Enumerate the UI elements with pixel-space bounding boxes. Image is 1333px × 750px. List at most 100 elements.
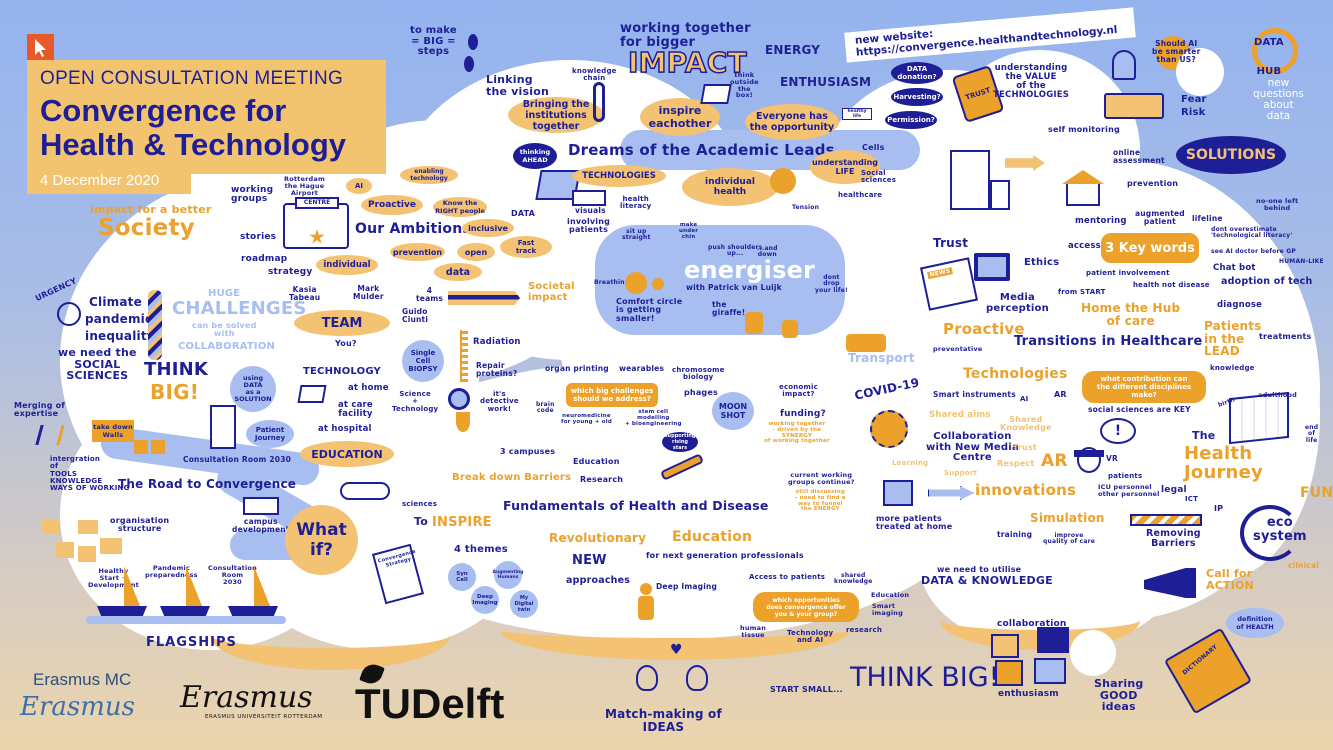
arrow-to-home bbox=[1005, 155, 1045, 171]
technology-heading: TECHNOLOGY bbox=[303, 366, 381, 377]
removing-barriers-text: Removing Barriers bbox=[1146, 528, 1201, 549]
education-pill: EDUCATION bbox=[300, 441, 394, 467]
working-together-text: working together for bigger bbox=[620, 21, 751, 50]
deep-imaging-text: Deep Imaging bbox=[656, 582, 718, 591]
org-structure-diagram bbox=[42, 520, 122, 564]
eur-caption: ERASMUS UNIVERSITEIT ROTTERDAM bbox=[205, 714, 323, 720]
theme-digital-twin: My Digital twin bbox=[510, 590, 538, 618]
star-icon bbox=[309, 229, 325, 244]
collaboration-text: COLLABORATION bbox=[178, 341, 276, 352]
patients-in-lead-text: Patients in the LEAD bbox=[1204, 319, 1262, 359]
open-box-icon bbox=[700, 84, 732, 104]
energiser-presenter: with Patrick van Luijk bbox=[686, 283, 782, 292]
next-generation-text: for next generation professionals bbox=[646, 551, 804, 560]
comfort-circle-text: Comfort circle is getting smaller! bbox=[616, 297, 683, 323]
patient-interest-text: Patient interest bbox=[993, 113, 1029, 130]
magnifying-handle bbox=[456, 412, 470, 432]
person-deep-imaging-body bbox=[638, 596, 654, 620]
current-groups-text: current working groups continue? bbox=[788, 471, 855, 486]
vr-text: VR bbox=[1106, 454, 1118, 463]
team-pill: TEAM bbox=[294, 310, 390, 336]
stories-text: stories bbox=[240, 232, 277, 242]
dictionary-book-icon: DICTIONARY bbox=[1163, 627, 1253, 715]
dont-overestimate-text: dont overestimate 'technological literac… bbox=[1211, 226, 1293, 240]
should-ai-question: Should AI be smarter than US? bbox=[1152, 39, 1201, 64]
think-big-heading: THINK BIG! bbox=[850, 662, 1000, 693]
prevention-text: prevention bbox=[1127, 179, 1179, 188]
challenges-heading: CHALLENGES bbox=[172, 298, 307, 319]
dictionary-label: DICTIONARY bbox=[1181, 643, 1219, 677]
centre-sign: CENTRE bbox=[295, 197, 339, 209]
strategy-text: strategy bbox=[268, 267, 313, 277]
fundamentals-heading: Fundamentals of Health and Disease bbox=[503, 498, 769, 513]
dreams-heading: Dreams of the Academic Leads bbox=[568, 141, 835, 159]
societal-impact-text: Societal impact bbox=[528, 281, 575, 303]
health-not-disease-text: health not disease bbox=[1133, 281, 1210, 289]
collaboration-media-centre-text: Collaboration with New Media Centre bbox=[926, 431, 1019, 463]
flagships-heading: FLAGSHIPS bbox=[146, 635, 237, 650]
treatments-text: treatments bbox=[1259, 332, 1312, 341]
enthusiasm-text: ENTHUSIASM bbox=[780, 75, 872, 89]
match-making-text: Match-making of IDEAS bbox=[605, 707, 722, 734]
permission-bubble: Permission? bbox=[885, 111, 937, 129]
everyone-opportunity-pill: Everyone has the opportunity bbox=[745, 104, 839, 140]
bringing-institutions-pill: Bringing the institutions together bbox=[508, 97, 604, 133]
virus-icon bbox=[870, 410, 908, 448]
research-arrow-text: Research bbox=[580, 475, 624, 484]
flagship-pandemic: Pandemic preparedness bbox=[145, 564, 198, 579]
ambition-pill-enabling-technology: enabling technology bbox=[400, 166, 458, 184]
the-health-label: The bbox=[1192, 429, 1216, 442]
economic-impact-text: economic impact? bbox=[779, 383, 818, 399]
website-banner[interactable]: new website: https://convergence.healtha… bbox=[844, 7, 1136, 63]
still-discussing-text: still discussing - need to find a way to… bbox=[795, 489, 846, 513]
giraffe-text: the giraffe! bbox=[712, 300, 746, 317]
energy-text: ENERGY bbox=[765, 43, 821, 57]
huge-text: HUGE bbox=[208, 288, 241, 299]
health-journey-heading: Health Journey bbox=[1184, 443, 1263, 483]
can-be-solved-text: can be solved with bbox=[192, 321, 257, 339]
online-assessment-text: online assessment bbox=[1113, 148, 1165, 165]
human-tissue-text: human tissue bbox=[740, 624, 767, 639]
enthusiasm-label: enthusiasm bbox=[998, 689, 1059, 699]
moonshot-circle: MOON SHOT bbox=[712, 392, 754, 430]
human-like-text: HUMAN-LIKE bbox=[1279, 258, 1324, 265]
phages-text: phages bbox=[684, 388, 718, 397]
transport-label: Transport bbox=[848, 351, 915, 365]
at-care-facility-text: at care facility bbox=[338, 400, 373, 419]
at-home-text: at home bbox=[348, 383, 389, 393]
smart-instruments-text: Smart instruments bbox=[933, 390, 1016, 399]
news-label: NEWS bbox=[927, 267, 953, 280]
bus-icon bbox=[846, 334, 886, 352]
what-if-circle: What if? bbox=[285, 505, 358, 575]
road-to-convergence-heading: The Road to Convergence bbox=[118, 477, 297, 491]
title-line-2: Health & Technology bbox=[40, 127, 347, 162]
adulthood-text: adulthood bbox=[1258, 391, 1298, 399]
and-down-label: ...and down bbox=[757, 245, 778, 259]
inspire-heading: INSPIRE bbox=[432, 515, 492, 530]
data-hub-label: DATA HUB bbox=[1254, 37, 1284, 77]
cursor-icon bbox=[35, 39, 46, 57]
clinical-text: clinical bbox=[1288, 561, 1320, 570]
research-small: research bbox=[846, 626, 883, 634]
tools-triangle-icon bbox=[35, 425, 65, 445]
healthy-life-signpost: healthy life bbox=[842, 108, 872, 120]
risk-label: Risk bbox=[1181, 107, 1206, 118]
inequality-text: inequality bbox=[85, 329, 155, 343]
funding-text: funding? bbox=[780, 409, 826, 419]
new-questions-text: new questions about data bbox=[1253, 77, 1304, 123]
smart-imaging-text: Smart imaging bbox=[872, 602, 903, 617]
vr-headset-band bbox=[1074, 450, 1104, 457]
open-book-icon bbox=[1104, 93, 1164, 119]
team-you-text: You? bbox=[335, 339, 357, 348]
visuals-label: visuals bbox=[575, 206, 606, 215]
chat-bot-text: Chat bot bbox=[1213, 263, 1256, 273]
more-patients-text: more patients treated at home bbox=[876, 514, 953, 532]
title-line-1: Convergence for bbox=[40, 93, 287, 128]
house-icon bbox=[1066, 182, 1100, 206]
small-house-icon bbox=[883, 480, 913, 506]
solutions-cloud: SOLUTIONS bbox=[1176, 136, 1286, 174]
cursor-tab[interactable] bbox=[27, 34, 54, 61]
ethics-text: Ethics bbox=[1024, 257, 1060, 268]
thought-cloud-icon bbox=[340, 482, 390, 500]
comfort-circles-icon bbox=[652, 278, 664, 290]
